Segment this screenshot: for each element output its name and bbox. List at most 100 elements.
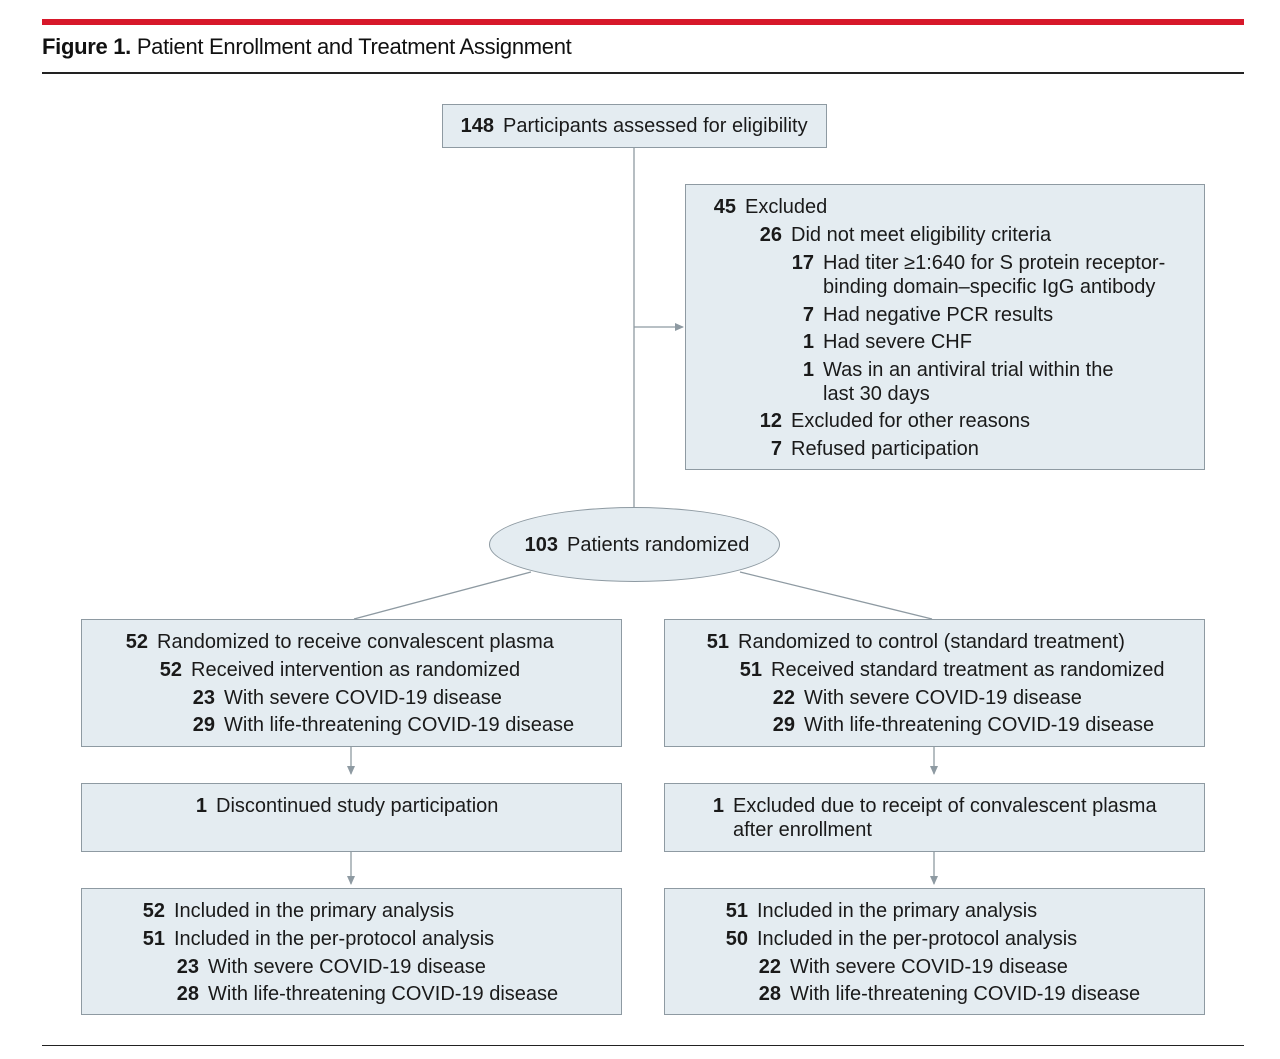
excluded-item: 7 Refused participation [771, 437, 979, 461]
left-analysis-text: Included in the per-protocol analysis [174, 928, 495, 950]
right-alloc-count: 51 [739, 659, 762, 681]
right-analysis-line: 22 With severe COVID-19 disease [759, 955, 1068, 979]
right-alloc-count: 29 [772, 714, 795, 736]
left-followup-box: 1 Discontinued study participation [81, 783, 622, 852]
left-analysis-count: 52 [142, 900, 165, 922]
excluded-box: 45 Excluded 26 Did not meet eligibility … [685, 184, 1205, 470]
figure-label: Figure 1. [42, 34, 131, 59]
excluded-item-count: 1 [802, 359, 814, 381]
right-analysis-count: 22 [758, 956, 781, 978]
left-alloc-text: With life-threatening COVID-19 disease [224, 714, 575, 736]
randomized-ellipse: 103 Patients randomized [489, 507, 780, 582]
right-followup-count: 1 [712, 795, 724, 817]
excluded-item-text: Did not meet eligibility criteria [791, 224, 1052, 246]
left-analysis-text: Included in the primary analysis [174, 900, 455, 922]
left-alloc-count: 52 [125, 631, 148, 653]
excluded-item: 1 Had severe CHF [803, 330, 972, 354]
right-allocation-box: 51 Randomized to control (standard treat… [664, 619, 1205, 747]
left-analysis-count: 23 [176, 956, 199, 978]
right-alloc-count: 22 [772, 687, 795, 709]
excluded-item-count: 12 [759, 410, 782, 432]
excluded-item-count: 26 [759, 224, 782, 246]
excluded-item: 7 Had negative PCR results [803, 303, 1054, 327]
right-alloc-text: Randomized to control (standard treatmen… [738, 631, 1125, 653]
right-followup-box: 1 Excluded due to receipt of convalescen… [664, 783, 1205, 852]
excluded-item: 12 Excluded for other reasons [760, 409, 1031, 433]
excluded-item-continuation: last 30 days [823, 383, 930, 405]
right-alloc-count: 51 [706, 631, 729, 653]
excluded-item-count: 17 [791, 252, 814, 274]
right-analysis-line: 50 Included in the per-protocol analysis [726, 927, 1078, 951]
left-alloc-count: 23 [192, 687, 215, 709]
title-rule [42, 72, 1244, 74]
assessed-text: Participants assessed for eligibility [503, 115, 808, 137]
left-analysis-line: 51 Included in the per-protocol analysis [143, 927, 495, 951]
excluded-item-text: Had severe CHF [823, 331, 972, 353]
excluded-text: Excluded [745, 196, 828, 218]
excluded-item-text: Was in an antiviral trial within the [823, 359, 1114, 381]
left-alloc-text: With severe COVID-19 disease [224, 687, 502, 709]
excluded-item-count: 7 [802, 304, 814, 326]
right-alloc-text: With life-threatening COVID-19 disease [804, 714, 1155, 736]
figure-title: Figure 1. Patient Enrollment and Treatme… [42, 34, 572, 60]
excluded-item: 26 Did not meet eligibility criteria [760, 223, 1052, 247]
right-analysis-text: With severe COVID-19 disease [790, 956, 1068, 978]
assessed-line: 148 Participants assessed for eligibilit… [461, 114, 808, 138]
left-alloc-count: 29 [192, 714, 215, 736]
left-alloc-line: 52 Received intervention as randomized [160, 658, 521, 682]
excluded-item-text: Had titer ≥1:640 for S protein receptor- [823, 252, 1166, 274]
left-analysis-line: 28 With life-threatening COVID-19 diseas… [177, 982, 559, 1006]
left-analysis-box: 52 Included in the primary analysis 51 I… [81, 888, 622, 1015]
left-alloc-line: 23 With severe COVID-19 disease [193, 686, 502, 710]
left-analysis-count: 51 [142, 928, 165, 950]
header-red-rule [42, 19, 1244, 25]
right-alloc-line: 51 Randomized to control (standard treat… [707, 630, 1125, 654]
figure-title-text: Patient Enrollment and Treatment Assignm… [136, 34, 572, 59]
left-analysis-text: With life-threatening COVID-19 disease [208, 983, 559, 1005]
right-analysis-count: 50 [725, 928, 748, 950]
connector-randomized-to-right [739, 571, 933, 620]
right-alloc-text: Received standard treatment as randomize… [771, 659, 1165, 681]
right-analysis-text: Included in the primary analysis [757, 900, 1038, 922]
randomized-line: 103 Patients randomized [525, 533, 750, 557]
excluded-item-text: Refused participation [791, 438, 979, 460]
left-alloc-count: 52 [159, 659, 182, 681]
left-followup-count: 1 [195, 795, 207, 817]
right-alloc-line: 29 With life-threatening COVID-19 diseas… [773, 713, 1155, 737]
connector-randomized-to-left [353, 571, 532, 620]
excluded-item-continuation: binding domain–specific IgG antibody [823, 276, 1156, 298]
excluded-item: 1 Was in an antiviral trial within the [803, 358, 1114, 382]
randomized-count: 103 [524, 534, 558, 556]
randomized-text: Patients randomized [567, 534, 750, 556]
left-followup-text: Discontinued study participation [216, 795, 499, 817]
right-analysis-text: With life-threatening COVID-19 disease [790, 983, 1141, 1005]
left-alloc-line: 29 With life-threatening COVID-19 diseas… [193, 713, 575, 737]
left-alloc-text: Randomized to receive convalescent plasm… [157, 631, 554, 653]
left-analysis-text: With severe COVID-19 disease [208, 956, 486, 978]
left-allocation-box: 52 Randomized to receive convalescent pl… [81, 619, 622, 747]
excluded-line: 45 Excluded [714, 195, 828, 219]
excluded-item-text: Had negative PCR results [823, 304, 1054, 326]
right-analysis-line: 28 With life-threatening COVID-19 diseas… [759, 982, 1141, 1006]
right-alloc-text: With severe COVID-19 disease [804, 687, 1082, 709]
right-analysis-text: Included in the per-protocol analysis [757, 928, 1078, 950]
right-analysis-count: 28 [758, 983, 781, 1005]
right-analysis-count: 51 [725, 900, 748, 922]
excluded-item-text: Excluded for other reasons [791, 410, 1031, 432]
left-followup-line: 1 Discontinued study participation [196, 794, 499, 818]
excluded-count: 45 [713, 196, 736, 218]
left-alloc-text: Received intervention as randomized [191, 659, 521, 681]
right-alloc-line: 51 Received standard treatment as random… [740, 658, 1165, 682]
excluded-item-count: 7 [770, 438, 782, 460]
excluded-item-count: 1 [802, 331, 814, 353]
left-analysis-line: 52 Included in the primary analysis [143, 899, 455, 923]
right-followup-line: 1 Excluded due to receipt of convalescen… [713, 794, 1157, 818]
left-analysis-line: 23 With severe COVID-19 disease [177, 955, 486, 979]
assessed-count: 148 [460, 115, 494, 137]
right-followup-text: Excluded due to receipt of convalescent … [733, 795, 1157, 817]
right-followup-continuation: after enrollment [733, 819, 872, 841]
bottom-rule [42, 1045, 1244, 1046]
right-alloc-line: 22 With severe COVID-19 disease [773, 686, 1082, 710]
excluded-item: 17 Had titer ≥1:640 for S protein recept… [792, 251, 1166, 275]
